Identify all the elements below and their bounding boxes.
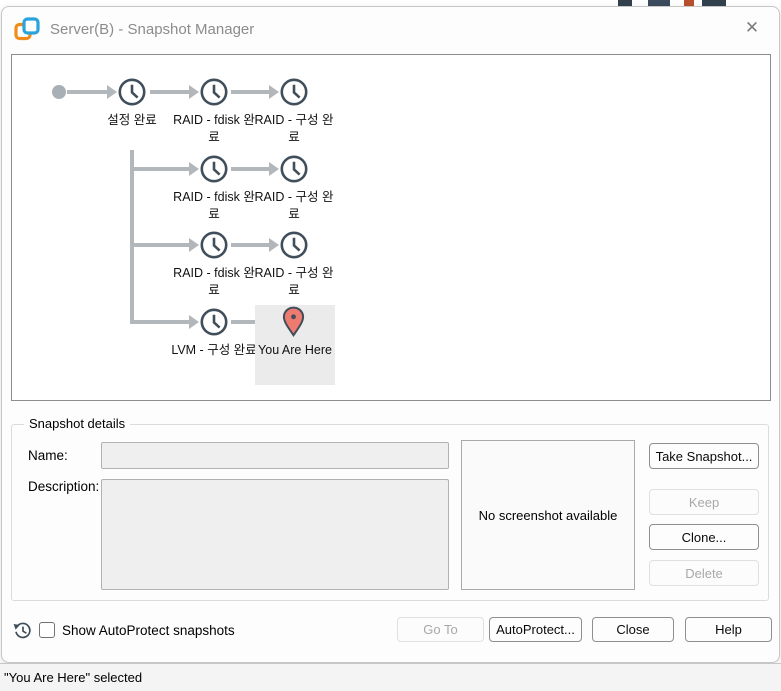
background-window-sliver xyxy=(618,0,632,6)
snapshot-node-clock-icon[interactable] xyxy=(279,77,309,107)
name-field xyxy=(101,442,449,469)
group-title: Snapshot details xyxy=(24,416,131,431)
delete-button: Delete xyxy=(649,560,759,586)
tree-root-dot xyxy=(52,85,66,99)
snapshot-node-clock-icon[interactable] xyxy=(279,230,309,260)
snapshot-node-clock-icon[interactable] xyxy=(199,307,229,337)
tree-arrow xyxy=(231,85,279,99)
autoprotect-history-icon xyxy=(13,622,31,639)
background-window-sliver xyxy=(702,0,726,6)
go-to-button: Go To xyxy=(397,617,484,642)
snapshot-node-clock-icon[interactable] xyxy=(199,77,229,107)
tree-branch-line xyxy=(130,150,134,324)
name-label: Name: xyxy=(28,448,68,463)
take-snapshot-button[interactable]: Take Snapshot... xyxy=(649,443,759,469)
snapshot-node-label: LVM - 구성 완료 xyxy=(171,343,257,357)
vmware-workstation-icon xyxy=(14,17,40,41)
tree-arrow xyxy=(67,85,117,99)
show-autoprotect-label: Show AutoProtect snapshots xyxy=(62,623,235,638)
snapshot-node-label: 설정 완료 xyxy=(107,113,157,127)
description-field xyxy=(101,479,449,590)
snapshot-node-label: RAID - 구성 완료 xyxy=(254,113,334,144)
snapshot-node-clock-icon[interactable] xyxy=(279,154,309,184)
snapshot-node-label: RAID - 구성 완료 xyxy=(254,266,334,297)
no-screenshot-text: No screenshot available xyxy=(478,507,618,523)
tree-arrow xyxy=(132,315,199,329)
tree-arrow xyxy=(150,85,199,99)
you-are-here-label: You Are Here xyxy=(258,343,332,357)
background-window-sliver xyxy=(684,0,694,6)
tree-arrow xyxy=(231,162,279,176)
snapshot-node-label: RAID - fdisk 완료 xyxy=(173,113,255,144)
snapshot-node-label: RAID - fdisk 완료 xyxy=(173,190,255,221)
snapshot-manager-dialog: Server(B) - Snapshot Manager ✕ xyxy=(1,6,780,663)
show-autoprotect-checkbox[interactable] xyxy=(39,622,55,638)
close-icon[interactable]: ✕ xyxy=(744,18,760,37)
window-title: Server(B) - Snapshot Manager xyxy=(50,20,255,38)
autoprotect-button[interactable]: AutoProtect... xyxy=(489,617,582,642)
snapshot-node-label: RAID - 구성 완료 xyxy=(254,190,334,221)
snapshot-node-label: RAID - fdisk 완료 xyxy=(173,266,255,297)
screenshot-preview-panel: No screenshot available xyxy=(461,440,635,590)
clone-button[interactable]: Clone... xyxy=(649,524,759,550)
help-button[interactable]: Help xyxy=(685,617,772,642)
status-text: "You Are Here" selected xyxy=(4,670,143,685)
description-label: Description: xyxy=(28,479,100,494)
keep-button: Keep xyxy=(649,489,759,515)
snapshot-details-group: Snapshot details Name: Description: No s… xyxy=(11,416,769,601)
background-window-sliver xyxy=(648,0,670,6)
tree-arrow xyxy=(231,238,279,252)
tree-arrow xyxy=(132,238,199,252)
snapshot-node-clock-icon[interactable] xyxy=(117,77,147,107)
snapshot-node-clock-icon[interactable] xyxy=(199,230,229,260)
close-button[interactable]: Close xyxy=(592,617,674,642)
title-bar[interactable]: Server(B) - Snapshot Manager xyxy=(2,7,779,51)
tree-arrow xyxy=(132,162,199,176)
you-are-here-pin-icon[interactable] xyxy=(280,306,307,338)
snapshot-node-clock-icon[interactable] xyxy=(199,154,229,184)
status-bar: "You Are Here" selected xyxy=(0,663,781,691)
snapshot-tree-panel: 설정 완료 RAID - fdisk 완료 RAID - 구성 완료 RAID … xyxy=(11,54,771,401)
